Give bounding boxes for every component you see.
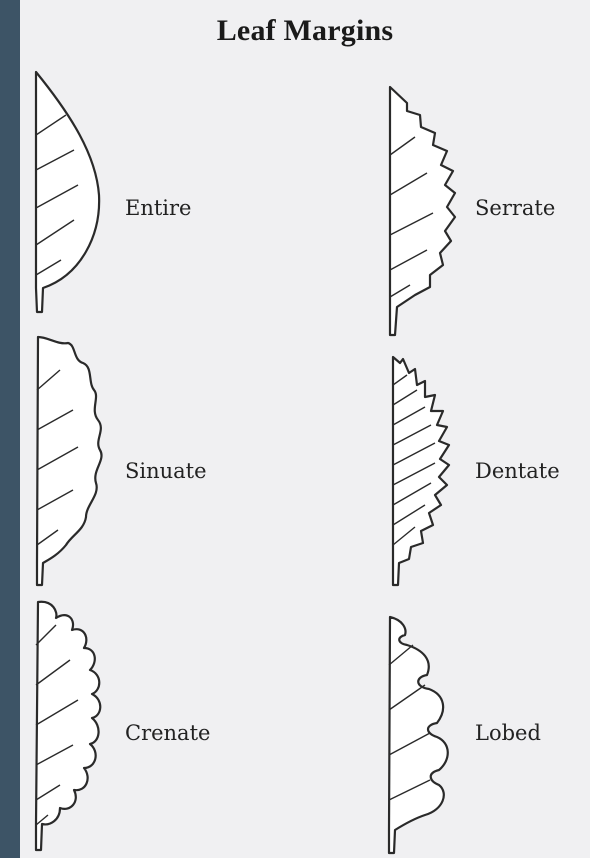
leaf-crenate-illustration	[28, 600, 123, 858]
leaf-dentate-illustration	[385, 355, 475, 600]
diagram-title: Leaf Margins	[20, 14, 590, 48]
leaf-entire-illustration	[26, 70, 116, 320]
label-serrate: Serrate	[475, 196, 555, 220]
leaf-lobed-illustration	[385, 615, 475, 858]
label-lobed: Lobed	[475, 721, 541, 745]
label-sinuate: Sinuate	[125, 459, 207, 483]
label-entire: Entire	[125, 196, 191, 220]
label-dentate: Dentate	[475, 459, 560, 483]
label-crenate: Crenate	[125, 721, 210, 745]
leaf-serrate-illustration	[385, 85, 475, 340]
diagram-panel: Leaf Margins Entire Serrate Sinuate	[20, 0, 590, 858]
leaf-sinuate-illustration	[28, 335, 118, 590]
